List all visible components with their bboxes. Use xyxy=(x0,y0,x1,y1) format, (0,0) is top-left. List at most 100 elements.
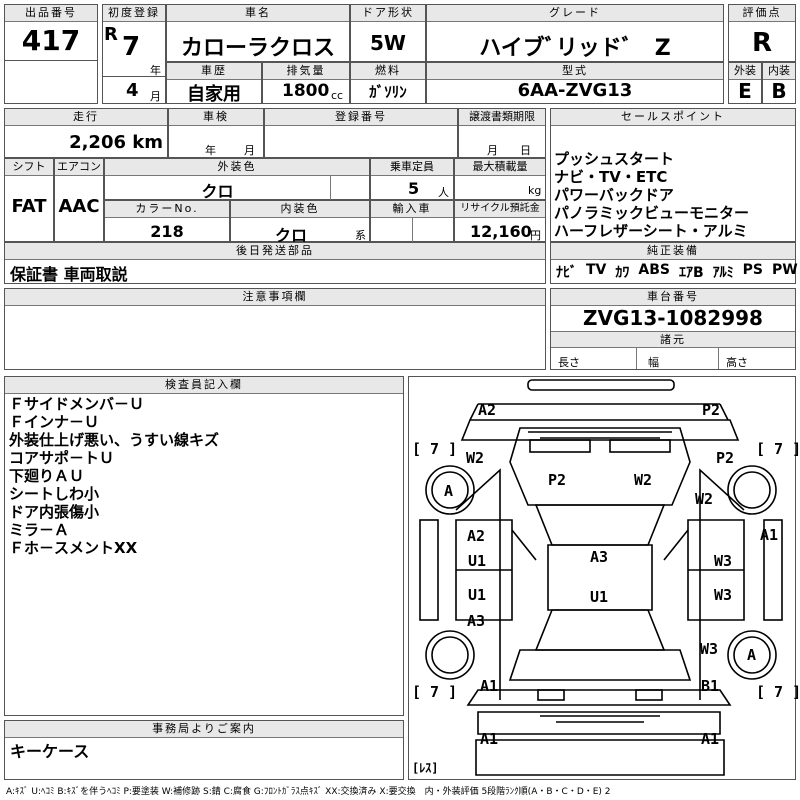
office-note: キーケース xyxy=(10,742,90,761)
mark: W2 xyxy=(695,490,713,508)
era: R xyxy=(104,24,118,45)
int-label: 内装 xyxy=(763,63,795,80)
model-label: 型式 xyxy=(427,63,723,80)
mark: [ 7 ] xyxy=(756,683,800,701)
model-box xyxy=(426,62,724,104)
int-grade: B xyxy=(771,79,787,103)
mark: P2 xyxy=(702,401,720,419)
mileage-box xyxy=(4,108,168,158)
mark: W2 xyxy=(634,471,652,489)
inspection-month: 月 xyxy=(244,144,255,157)
history-label: 車歴 xyxy=(167,63,261,80)
load-box xyxy=(454,158,546,200)
displacement: 1800 xyxy=(282,81,330,101)
height-label: 高さ xyxy=(726,356,748,369)
mark: A1 xyxy=(480,677,498,695)
lot-box xyxy=(4,4,98,104)
recycle: 12,160 xyxy=(470,222,532,241)
lot-number: 417 xyxy=(21,24,81,57)
ext-color-label: 外装色 xyxy=(105,159,369,176)
displacement-unit: cc xyxy=(331,89,344,102)
car-name-label: 車名 xyxy=(167,5,349,22)
int-color: クロ xyxy=(274,226,307,245)
mark: [ 7 ] xyxy=(412,440,457,458)
ext-grade: E xyxy=(738,79,752,103)
notes-box xyxy=(4,288,546,370)
door: 5W xyxy=(370,31,406,55)
equip-list: ﾅﾋﾞ TV ｶﾜ ABS ｴｱB ｱﾙﾐ PS PW xyxy=(556,262,798,282)
equip-item: PW xyxy=(772,262,798,278)
equip-box xyxy=(550,242,796,284)
car-name: カローラクロス xyxy=(180,36,335,61)
sales-list: プッシュスタート ナビ・TV・ETC パワーバックドア パノラミックビューモニタ… xyxy=(554,150,749,240)
equip-item: ABS xyxy=(638,262,670,278)
sales-item: ナビ・TV・ETC xyxy=(554,168,668,186)
chassis-box xyxy=(550,288,796,370)
fuel-box xyxy=(350,62,426,104)
int-color-label: 内装色 xyxy=(231,201,369,218)
mark: U1 xyxy=(468,552,486,570)
ext-color-box xyxy=(104,158,370,200)
shift-label: シフト xyxy=(5,159,53,176)
reg-year: 7 xyxy=(122,32,141,62)
history-box xyxy=(166,62,262,104)
office-label: 事務局よりご案内 xyxy=(5,721,403,738)
dims-label: 諸元 xyxy=(551,331,795,348)
color-no-box xyxy=(104,200,230,242)
inspector-list: Ｆサイドメンバ－Ｕ Ｆインナ－Ｕ 外装仕上げ悪い、うすい線キズ コアサポ－トＵ … xyxy=(9,395,219,557)
int-color-box xyxy=(230,200,370,242)
int-box xyxy=(762,62,796,104)
chassis-number: ZVG13-1082998 xyxy=(583,306,763,330)
ac: AAC xyxy=(58,196,100,217)
sales-item: パワーバックドア xyxy=(554,186,674,204)
mark: W3 xyxy=(714,586,732,604)
equip-item: ｱﾙﾐ xyxy=(712,265,734,281)
mark: A3 xyxy=(467,612,485,630)
mark: A1 xyxy=(480,730,498,748)
sales-item: ハーフレザーシート・アルミ xyxy=(554,222,748,240)
model: 6AA-ZVG13 xyxy=(517,80,633,101)
first-reg-label: 初度登録 xyxy=(103,5,165,22)
inspector-item: シートしわ小 xyxy=(9,485,100,503)
sales-label: セールスポイント xyxy=(551,109,795,126)
int-color-unit: 系 xyxy=(355,229,366,242)
lot-label: 出品番号 xyxy=(5,5,97,22)
load-label: 最大積載量 xyxy=(455,159,545,176)
legend: A:ｷｽﾞ U:ﾍｺﾐ B:ｷｽﾞを伴うﾍｺﾐ P:要塗装 W:補修跡 S:錆 … xyxy=(6,787,611,797)
score-label: 評価点 xyxy=(729,5,795,22)
inspector-item: ドア内張傷小 xyxy=(9,503,100,521)
inspector-item: Ｆサイドメンバ－Ｕ xyxy=(9,395,145,413)
later: 保証書 車両取説 xyxy=(10,265,128,284)
fuel: ｶﾞｿﾘﾝ xyxy=(369,83,407,101)
inspection-box xyxy=(168,108,264,158)
reg-number-box xyxy=(264,108,458,158)
seats-box xyxy=(370,158,454,200)
mark: A2 xyxy=(467,527,485,545)
inspector-label: 検査員記入欄 xyxy=(5,377,403,394)
door-label: ドア形状 xyxy=(351,5,425,22)
first-reg-box xyxy=(102,4,166,104)
displacement-box xyxy=(262,62,350,104)
inspection-year: 年 xyxy=(205,144,216,157)
grade: ハイブﾞリッドﾞ Z xyxy=(479,36,671,61)
later-label: 後日発送部品 xyxy=(5,243,545,260)
office-box xyxy=(4,720,404,780)
color-no: 218 xyxy=(150,222,184,241)
ac-label: エアコン xyxy=(55,159,103,176)
inspector-item: コアサポ－トＵ xyxy=(9,449,115,467)
mileage-label: 走行 xyxy=(5,109,167,126)
mark: A1 xyxy=(760,526,778,544)
mark: U1 xyxy=(590,588,608,606)
chassis-label: 車台番号 xyxy=(551,289,795,306)
equip-item: ﾅﾋﾞ xyxy=(556,265,577,281)
later-box xyxy=(4,242,546,284)
door-box xyxy=(350,4,426,62)
recycle-box xyxy=(454,200,546,242)
mark: A xyxy=(747,646,756,664)
notes-label: 注意事項欄 xyxy=(5,289,545,306)
mark: [ 7 ] xyxy=(412,683,457,701)
displacement-label: 排気量 xyxy=(263,63,349,80)
sales-box xyxy=(550,108,796,242)
